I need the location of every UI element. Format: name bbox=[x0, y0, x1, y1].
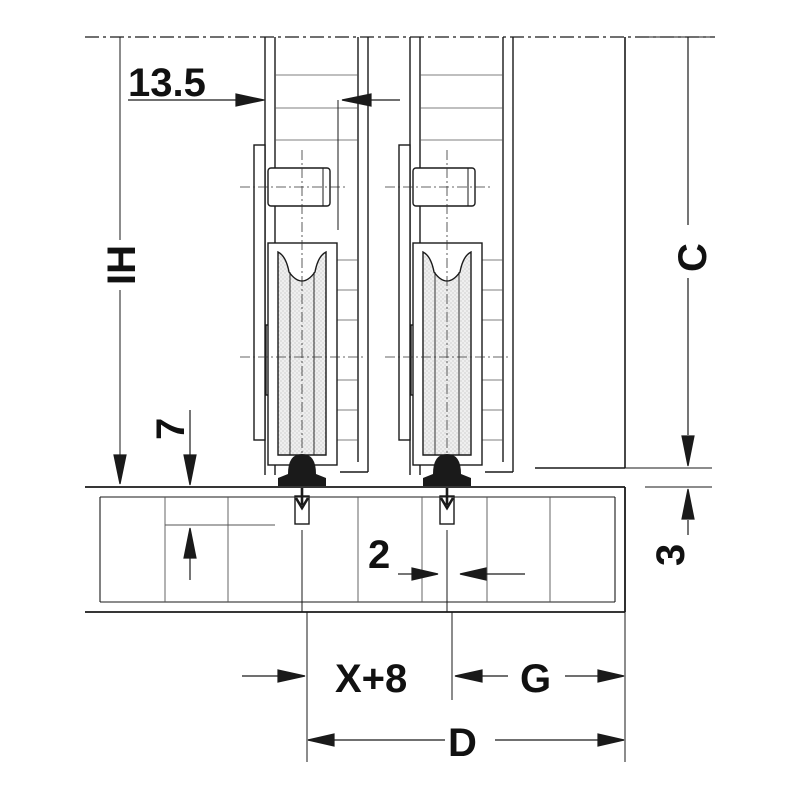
bottom-track-ribs bbox=[164, 497, 551, 602]
bottom-track-inner bbox=[99, 496, 616, 603]
cabinet-side-wall bbox=[535, 37, 626, 469]
dim-label-7: 7 bbox=[149, 418, 193, 440]
dim-label-x-plus-8: X+8 bbox=[335, 657, 407, 701]
door-panel-left-slats bbox=[275, 74, 358, 441]
dim-label-g: G bbox=[520, 657, 551, 701]
wheel-housing-left bbox=[267, 242, 338, 466]
dim-label-13-5: 13.5 bbox=[128, 61, 206, 105]
wheel-housing-right bbox=[412, 242, 483, 466]
dim-label-3: 3 bbox=[649, 544, 693, 566]
bottom-track-profile bbox=[85, 486, 626, 613]
dim-label-ih: IH bbox=[100, 245, 144, 285]
dim-label-c: C bbox=[671, 243, 715, 272]
dim-label-2: 2 bbox=[368, 533, 390, 577]
dimension-arrows bbox=[113, 37, 695, 747]
door-panel-right-slats bbox=[420, 74, 503, 441]
roller-right bbox=[423, 454, 471, 525]
dim-label-d: D bbox=[448, 721, 477, 765]
